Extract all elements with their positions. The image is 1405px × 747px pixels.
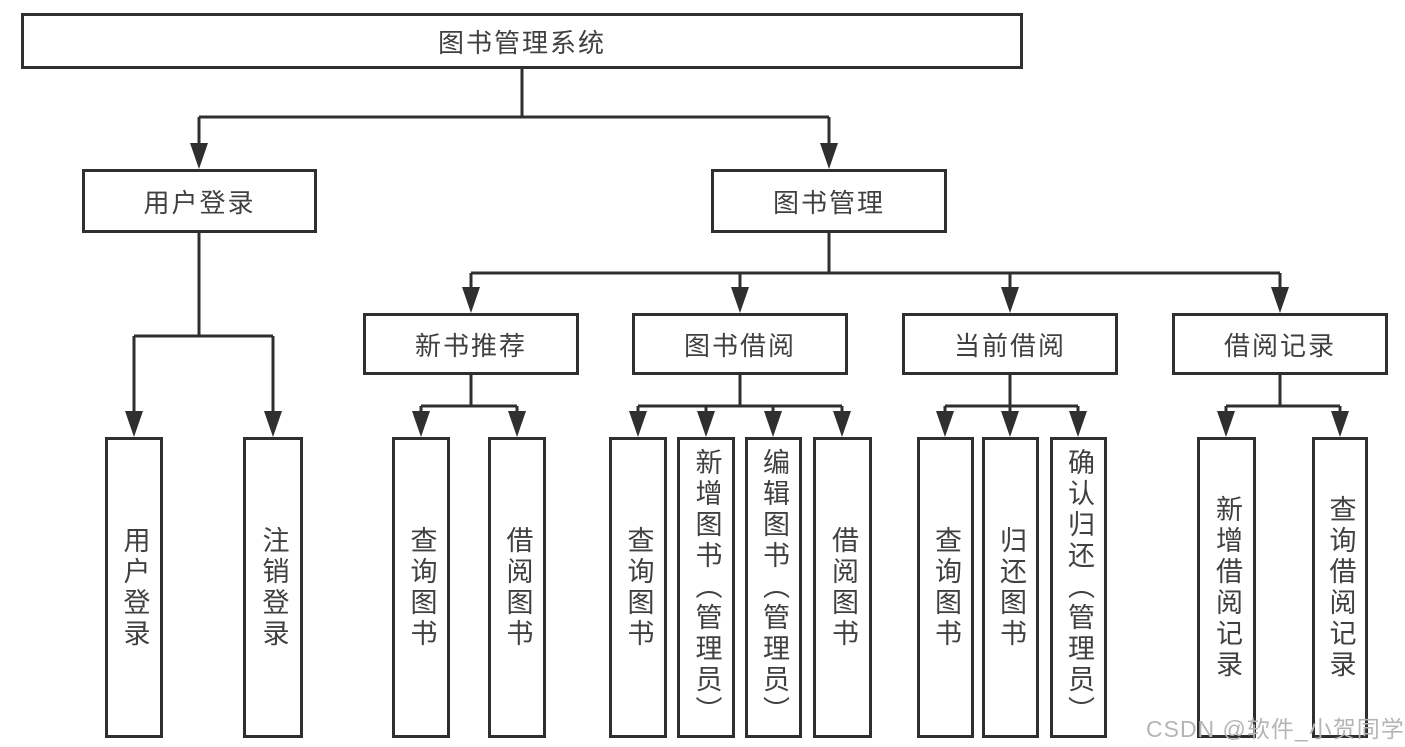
leaf-label: 新增图书（管理员）: [691, 448, 722, 727]
leaf-query-books-current: 查询图书: [917, 437, 974, 738]
leaf-query-books-borrowing: 查询图书: [609, 437, 667, 738]
leaf-label: 新增借阅记录: [1212, 494, 1242, 681]
leaf-label: 注销登录: [258, 525, 289, 650]
leaf-user-login: 用户登录: [105, 437, 163, 738]
leaf-label: 查询图书: [623, 525, 654, 650]
leaf-label: 查询图书: [931, 525, 961, 650]
node-current-borrowing: 当前借阅: [902, 313, 1118, 375]
leaf-query-books-recommend: 查询图书: [392, 437, 450, 738]
leaf-logout: 注销登录: [243, 437, 303, 738]
node-library-system: 图书管理系统: [21, 13, 1023, 69]
node-label: 借阅记录: [1223, 330, 1336, 361]
leaf-label: 借阅图书: [502, 525, 533, 650]
csdn-watermark: CSDN @软件_小贺同学: [1146, 716, 1405, 742]
leaf-borrow-books-recommend: 借阅图书: [488, 437, 546, 738]
leaf-label: 借阅图书: [828, 525, 858, 650]
leaf-confirm-return-admin: 确认归还（管理员）: [1050, 437, 1107, 738]
node-label: 图书管理系统: [437, 27, 606, 58]
node-label: 图书管理: [772, 187, 885, 218]
leaf-label: 查询借阅记录: [1325, 494, 1356, 681]
node-borrowing-records: 借阅记录: [1172, 313, 1388, 375]
leaf-borrow-books-borrowing: 借阅图书: [813, 437, 872, 738]
node-label: 用户登录: [143, 187, 256, 218]
leaf-label: 编辑图书（管理员）: [759, 448, 789, 727]
node-label: 新书推荐: [414, 330, 527, 361]
node-book-management: 图书管理: [711, 169, 947, 233]
leaf-label: 查询图书: [406, 525, 437, 650]
leaf-edit-book-admin: 编辑图书（管理员）: [745, 437, 802, 738]
node-new-book-recommend: 新书推荐: [363, 313, 579, 375]
node-label: 当前借阅: [953, 330, 1066, 361]
leaf-label: 确认归还（管理员）: [1064, 448, 1094, 727]
leaf-add-book-admin: 新增图书（管理员）: [677, 437, 735, 738]
leaf-label: 归还图书: [996, 525, 1026, 650]
node-label: 图书借阅: [683, 330, 796, 361]
leaf-query-borrow-record: 查询借阅记录: [1312, 437, 1368, 738]
node-book-borrowing: 图书借阅: [632, 313, 848, 375]
leaf-return-book: 归还图书: [982, 437, 1039, 738]
leaf-add-borrow-record: 新增借阅记录: [1197, 437, 1256, 738]
leaf-label: 用户登录: [119, 525, 150, 650]
node-user-login: 用户登录: [82, 169, 317, 233]
